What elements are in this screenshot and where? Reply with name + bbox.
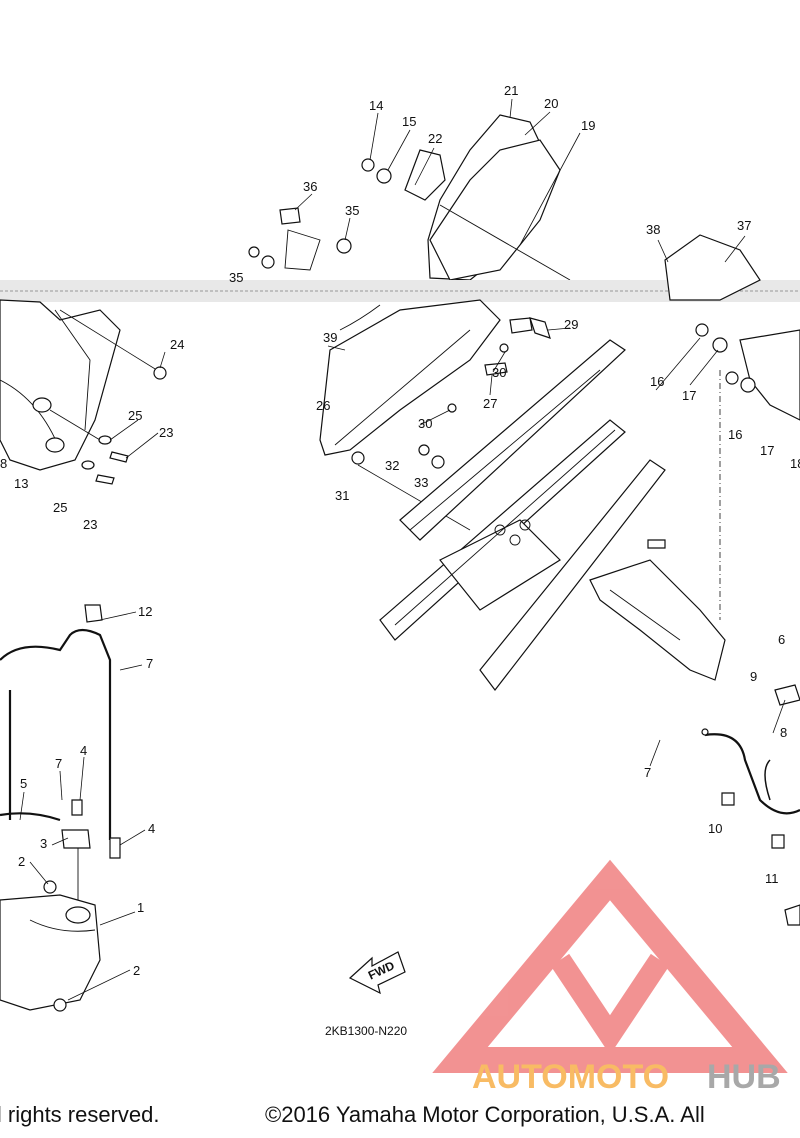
callout: 2 [133, 963, 140, 978]
callout: 25 [128, 408, 142, 423]
footer-left-text: ll rights reserved. [0, 1102, 160, 1127]
tail-light [664, 234, 800, 620]
callout: 13 [14, 476, 28, 491]
callout: 38 [646, 222, 660, 237]
callout: 29 [564, 317, 578, 332]
callout: 25 [53, 500, 67, 515]
callout: 6 [778, 632, 785, 647]
copyright-footer: ll rights reserved. ©2016 Yamaha Motor C… [0, 1100, 800, 1138]
fasteners-top [248, 158, 392, 271]
canister-hoses [0, 604, 121, 905]
callout: 26 [316, 398, 330, 413]
callout: 20 [544, 96, 558, 111]
right-hose-assembly [701, 684, 800, 926]
callout: 15 [402, 114, 416, 129]
callout: 8 [780, 725, 787, 740]
brand-name-a: AUTOMOTO [472, 1058, 669, 1096]
callout: 4 [80, 743, 87, 758]
callout: 24 [170, 337, 184, 352]
callout: 36 [303, 179, 317, 194]
callout: 5 [20, 776, 27, 791]
callout: 18 [790, 456, 800, 471]
callout: 3 [40, 836, 47, 851]
callout: 17 [682, 388, 696, 403]
callout: 30 [492, 365, 506, 380]
footer-right-text: ©2016 Yamaha Motor Corporation, U.S.A. A… [265, 1102, 705, 1127]
callout: 33 [414, 475, 428, 490]
callout: 7 [644, 765, 651, 780]
callout: 12 [138, 604, 152, 619]
callout: 11 [765, 871, 779, 886]
callout: 31 [335, 488, 349, 503]
callout: 35 [229, 270, 243, 285]
callout: 39 [323, 330, 337, 345]
rear-bracket [589, 539, 726, 681]
leader-lines [19, 98, 786, 1001]
brand-name-b: HUB [707, 1058, 781, 1096]
callout: 30 [418, 416, 432, 431]
callout: 17 [760, 443, 774, 458]
callout: 23 [159, 425, 173, 440]
callout: 32 [385, 458, 399, 473]
callout: 22 [428, 131, 442, 146]
callout: 7 [146, 656, 153, 671]
callout: 10 [708, 821, 722, 836]
callout: 7 [55, 756, 62, 771]
callout: 14 [369, 98, 383, 113]
left-side-panel [0, 299, 167, 485]
callout: 16 [650, 374, 664, 389]
callout: 1 [137, 900, 144, 915]
callout: 4 [148, 821, 155, 836]
side-cover-assembly [404, 114, 571, 281]
callout-numbers: 1 2 2 3 4 4 5 6 7 7 7 8 8 9 10 11 12 13 … [0, 83, 800, 978]
automotohub-logo: AUTOMOTO HUB [432, 859, 788, 1096]
callout: 8 [0, 456, 7, 471]
callout: 2 [18, 854, 25, 869]
callout: 27 [483, 396, 497, 411]
diagram-code: 2KB1300-N220 [325, 1024, 407, 1038]
fuel-tank [0, 880, 101, 1012]
callout: 9 [750, 669, 757, 684]
callout: 23 [83, 517, 97, 532]
rear-frame [379, 339, 666, 691]
callout: 35 [345, 203, 359, 218]
callout: 37 [737, 218, 751, 233]
logo-mark [432, 859, 788, 1073]
callout: 21 [504, 83, 518, 98]
rear-fender [319, 299, 551, 531]
callout: 19 [581, 118, 595, 133]
callout: 16 [728, 427, 742, 442]
fwd-arrow: FWD [348, 951, 406, 995]
